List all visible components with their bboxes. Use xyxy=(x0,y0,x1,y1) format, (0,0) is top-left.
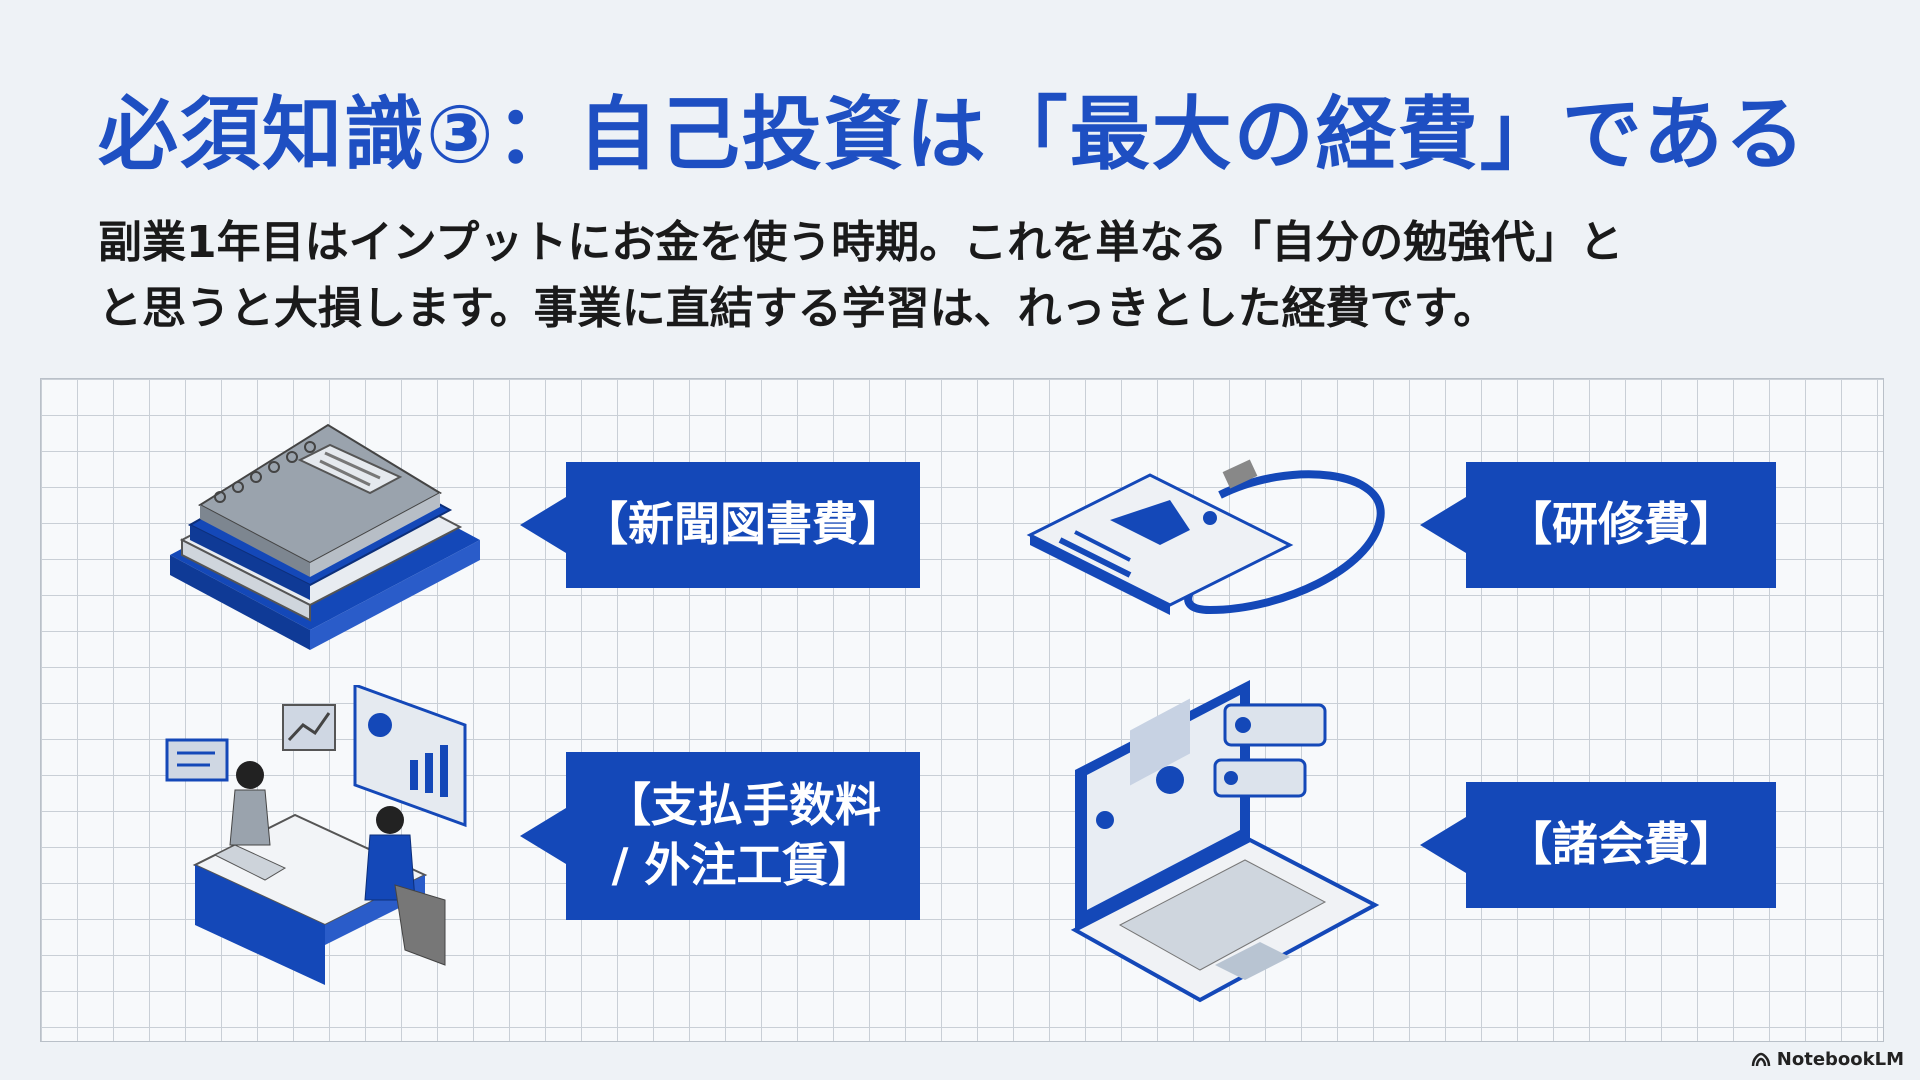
slide-title: 必須知識③：自己投資は「最大の経費」である xyxy=(98,88,1807,181)
callout-label: 【新聞図書費】 xyxy=(582,497,904,552)
brand-name: NotebookLM xyxy=(1776,1049,1904,1070)
callout-training: 【研修費】 xyxy=(1420,462,1776,588)
callout-newspaper-books: 【新聞図書費】 xyxy=(520,462,920,588)
callout-label: 【支払手数料 / 外注工賃】 xyxy=(605,778,881,892)
callout-label: 【研修費】 xyxy=(1506,497,1736,552)
callout-membership-fees: 【諸会費】 xyxy=(1420,782,1776,908)
slide-subtitle: 副業1年目はインプットにお金を使う時期。これを単なる「自分の勉強代」と と思うと… xyxy=(98,210,1798,342)
brand-watermark: NotebookLM xyxy=(1751,1049,1904,1070)
books-icon xyxy=(170,423,480,650)
notebooklm-logo-icon xyxy=(1751,1052,1771,1066)
subtitle-line-2: と思うと大損します。事業に直結する学習は、れっきとした経費です。 xyxy=(98,283,1498,334)
laptop-community-icon xyxy=(1070,680,1380,1003)
consulting-icon xyxy=(165,685,467,985)
id-badge-icon xyxy=(1026,459,1385,615)
subtitle-line-1: 副業1年目はインプットにお金を使う時期。これを単なる「自分の勉強代」と xyxy=(98,217,1624,268)
callout-fees-outsourcing: 【支払手数料 / 外注工賃】 xyxy=(520,752,920,920)
callout-label: 【諸会費】 xyxy=(1506,817,1736,872)
